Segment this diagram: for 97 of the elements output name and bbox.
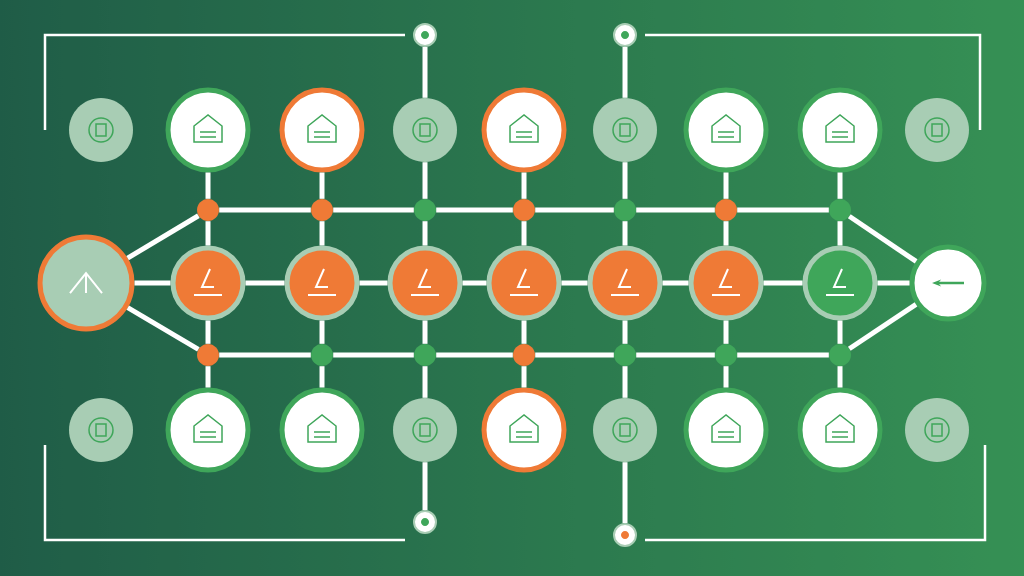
connector-line xyxy=(422,162,428,199)
junction-dot xyxy=(829,199,851,221)
circle-node xyxy=(69,98,133,162)
circle-node xyxy=(593,98,657,162)
connector-line xyxy=(359,280,388,286)
connector-line xyxy=(333,352,414,358)
connector-line xyxy=(205,366,211,388)
connector-line xyxy=(535,207,614,213)
circle-node xyxy=(481,87,567,173)
junction-dot xyxy=(715,199,737,221)
connector-line xyxy=(219,207,311,213)
junction-dot xyxy=(614,344,636,366)
connector-line xyxy=(763,280,803,286)
junction-dot xyxy=(414,344,436,366)
circle-node xyxy=(593,398,657,462)
connector-line xyxy=(837,221,843,246)
connector-line xyxy=(219,352,311,358)
circle-node xyxy=(170,245,246,321)
connector-line xyxy=(622,47,628,98)
connector-line xyxy=(737,352,829,358)
junction-dot xyxy=(614,199,636,221)
junction-dot xyxy=(715,344,737,366)
connector-line xyxy=(333,207,414,213)
connector-line xyxy=(837,366,843,388)
circle-node xyxy=(909,244,987,322)
circle-node xyxy=(802,245,878,321)
connector-line xyxy=(319,221,325,246)
connector-line xyxy=(521,221,527,246)
connector-line xyxy=(561,280,588,286)
junction-dot xyxy=(513,199,535,221)
connector-line xyxy=(422,320,428,344)
connector-line xyxy=(847,214,918,264)
connector-line xyxy=(723,221,729,246)
connector-line xyxy=(126,305,200,352)
circle-node xyxy=(393,398,457,462)
connector-line xyxy=(422,366,428,398)
connector-line xyxy=(462,280,487,286)
connector-line xyxy=(847,302,918,351)
junction-dot xyxy=(197,199,219,221)
junction-dot xyxy=(829,344,851,366)
circle-node xyxy=(905,98,969,162)
connector-line xyxy=(622,366,628,398)
connector-line xyxy=(422,221,428,246)
connector-line xyxy=(134,280,171,286)
connector-line xyxy=(521,320,527,344)
circle-node xyxy=(481,387,567,473)
circle-node xyxy=(279,387,365,473)
circle-node xyxy=(279,87,365,173)
connector-line xyxy=(422,47,428,98)
connector-line xyxy=(837,172,843,199)
connector-line xyxy=(837,320,843,344)
connector-line xyxy=(723,172,729,199)
connector-line xyxy=(622,162,628,199)
circle-node xyxy=(37,234,135,332)
connector-line xyxy=(319,320,325,344)
circle-node xyxy=(393,98,457,162)
connector-line xyxy=(205,172,211,199)
connector-line xyxy=(723,320,729,344)
connector-line xyxy=(436,207,513,213)
connector-line xyxy=(636,207,715,213)
connector-line xyxy=(319,366,325,388)
circle-node xyxy=(688,245,764,321)
connector-line xyxy=(319,172,325,199)
junction-dot xyxy=(311,344,333,366)
connector-line xyxy=(622,462,628,523)
connector-line xyxy=(636,352,715,358)
junction-dot xyxy=(414,199,436,221)
connector-line xyxy=(535,352,614,358)
connector-line xyxy=(521,366,527,388)
connector-line xyxy=(521,172,527,199)
connector-line xyxy=(245,280,285,286)
connector-line xyxy=(723,366,729,388)
circle-node xyxy=(683,87,769,173)
connector-line xyxy=(205,221,211,246)
connector-line xyxy=(877,280,910,286)
connector-line xyxy=(126,213,200,261)
junction-dot xyxy=(197,344,219,366)
circle-node xyxy=(683,387,769,473)
connector-line xyxy=(436,352,513,358)
circle-node xyxy=(905,398,969,462)
connector-line xyxy=(422,462,428,510)
circle-node xyxy=(587,245,663,321)
circle-node xyxy=(486,245,562,321)
connector-line xyxy=(622,221,628,246)
circle-node xyxy=(165,87,251,173)
junction-dot xyxy=(513,344,535,366)
circle-node xyxy=(797,387,883,473)
junction-dot xyxy=(311,199,333,221)
circle-node xyxy=(284,245,360,321)
connector-line xyxy=(205,320,211,344)
connector-line xyxy=(662,280,689,286)
circle-node xyxy=(69,398,133,462)
connector-line xyxy=(622,320,628,344)
circle-node xyxy=(165,387,251,473)
connector-line xyxy=(737,207,829,213)
circle-node xyxy=(797,87,883,173)
circle-node xyxy=(387,245,463,321)
